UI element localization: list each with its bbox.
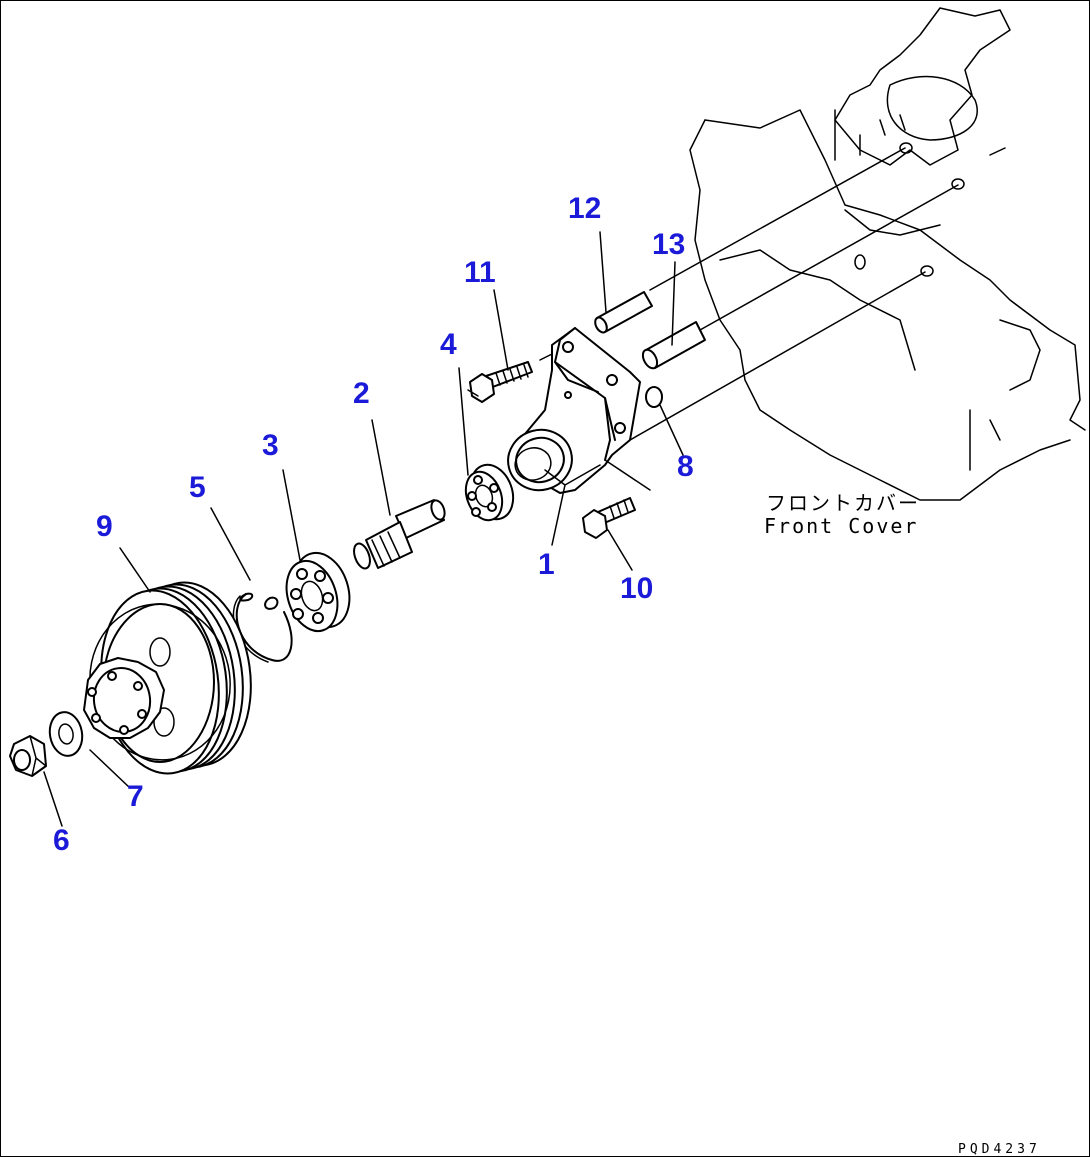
part-9-pulley xyxy=(83,581,252,775)
part-7-washer xyxy=(48,711,84,757)
callout-10: 10 xyxy=(620,572,653,605)
part-3-bearing xyxy=(285,551,351,633)
callout-1: 1 xyxy=(538,548,555,581)
part-11-bolt xyxy=(467,361,533,403)
alignment-lines xyxy=(539,142,1006,441)
drawing-code: PQD4237 xyxy=(958,1142,1041,1157)
part-2-shaft xyxy=(353,499,446,570)
callout-8: 8 xyxy=(677,450,694,483)
callout-13: 13 xyxy=(652,228,685,261)
callout-11: 11 xyxy=(464,256,496,289)
part-13-dowel xyxy=(641,321,706,370)
callout-3: 3 xyxy=(262,429,279,462)
leader-lines xyxy=(43,231,684,827)
part-8-oring xyxy=(645,386,663,408)
callout-7: 7 xyxy=(127,780,144,813)
part-12-dowel xyxy=(594,291,653,334)
front-cover-outline xyxy=(689,7,1086,501)
part-4-bearing xyxy=(464,463,515,522)
callouts: 12 13 11 4 2 3 5 9 8 1 10 7 6 xyxy=(53,192,694,857)
part-10-bolt xyxy=(582,497,636,539)
callout-6: 6 xyxy=(53,824,70,857)
part-6-nut xyxy=(9,735,47,777)
front-cover-label-jp: フロントカバー xyxy=(766,491,920,515)
part-1-housing xyxy=(507,327,641,494)
callout-4: 4 xyxy=(440,328,457,361)
callout-2: 2 xyxy=(353,377,370,410)
callout-12: 12 xyxy=(568,192,601,225)
callout-5: 5 xyxy=(189,471,206,504)
front-cover-label-en: Front Cover xyxy=(764,514,918,538)
callout-9: 9 xyxy=(96,510,113,543)
